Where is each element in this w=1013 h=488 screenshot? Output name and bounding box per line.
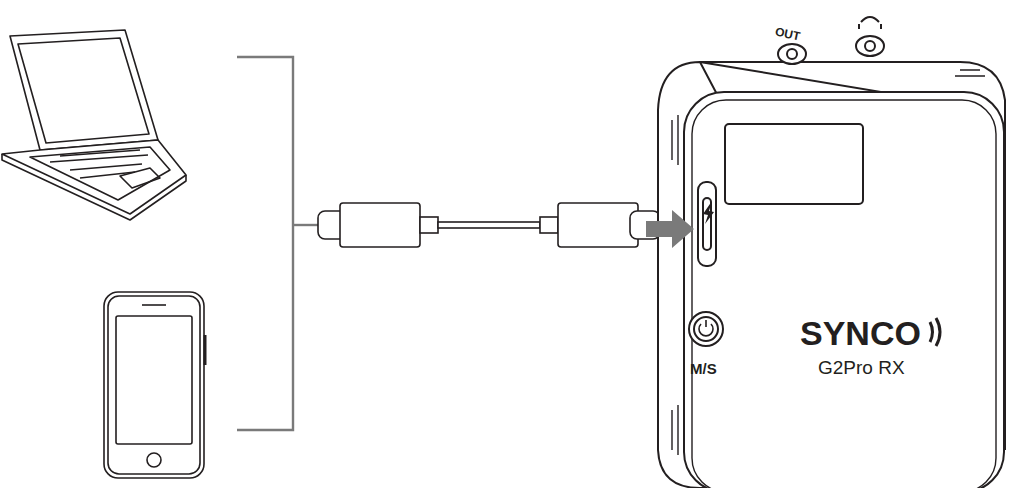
laptop-icon [2, 30, 186, 220]
jack-label: OUT [774, 25, 801, 42]
brand-logo: SYNCO [800, 316, 921, 350]
bracket [237, 57, 318, 430]
insert-arrow [646, 210, 694, 248]
phone-icon [104, 292, 205, 478]
usb-c-cable [318, 203, 660, 247]
model-name: G2Pro RX [818, 358, 905, 377]
button-label: M/S [690, 361, 717, 376]
receiver-device [658, 17, 1005, 488]
